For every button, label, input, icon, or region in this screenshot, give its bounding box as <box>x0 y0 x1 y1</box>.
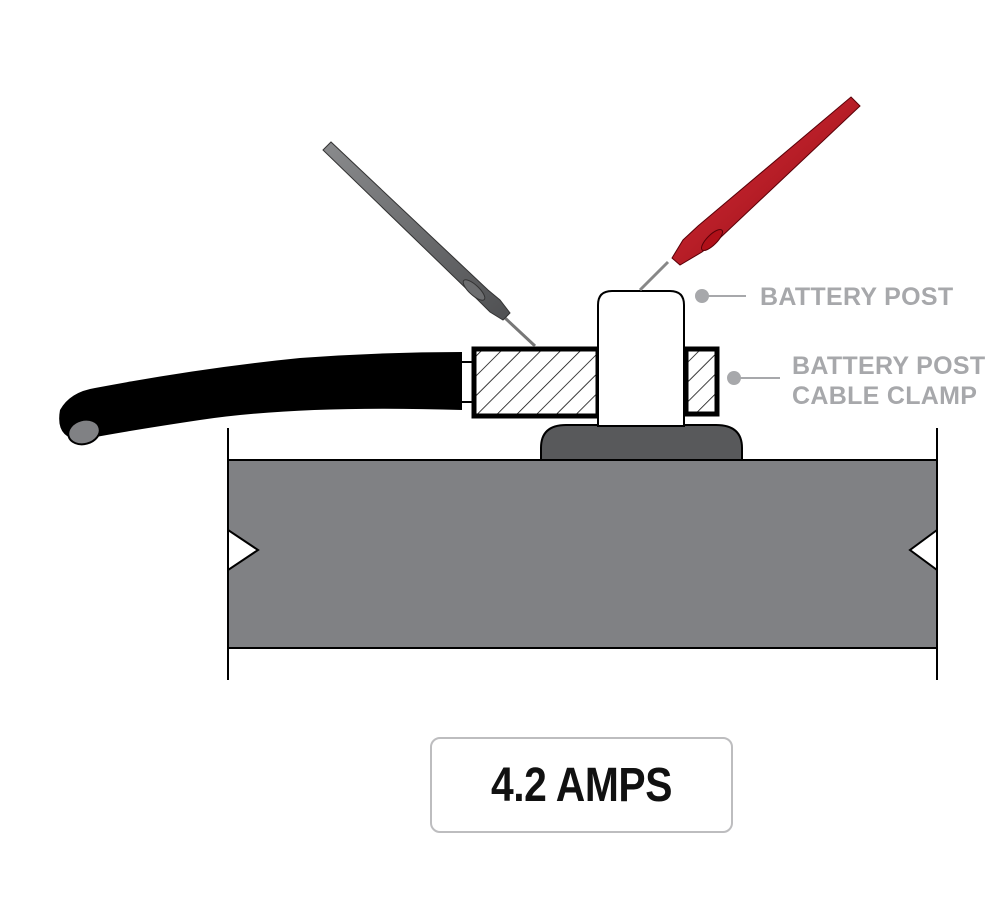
label-cable-clamp-line1: BATTERY POST <box>792 352 986 380</box>
battery-cable <box>59 352 474 446</box>
label-cable-clamp: BATTERY POST CABLE CLAMP <box>792 351 985 411</box>
label-cable-clamp-line2: CABLE CLAMP <box>792 382 978 410</box>
label-battery-post: BATTERY POST <box>760 283 954 311</box>
meter-reading-value: 4.2 AMPS <box>490 758 673 812</box>
cable-clamp-left <box>471 346 601 419</box>
battery-post <box>597 290 685 427</box>
callout-cable-clamp <box>727 371 780 385</box>
battery-case <box>227 428 938 680</box>
red-probe <box>638 96 861 292</box>
black-probe <box>322 141 537 348</box>
callout-battery-post <box>695 289 746 303</box>
cable-clamp-right <box>683 346 720 417</box>
post-base <box>540 424 743 461</box>
meter-reading-box: 4.2 AMPS <box>430 737 733 833</box>
